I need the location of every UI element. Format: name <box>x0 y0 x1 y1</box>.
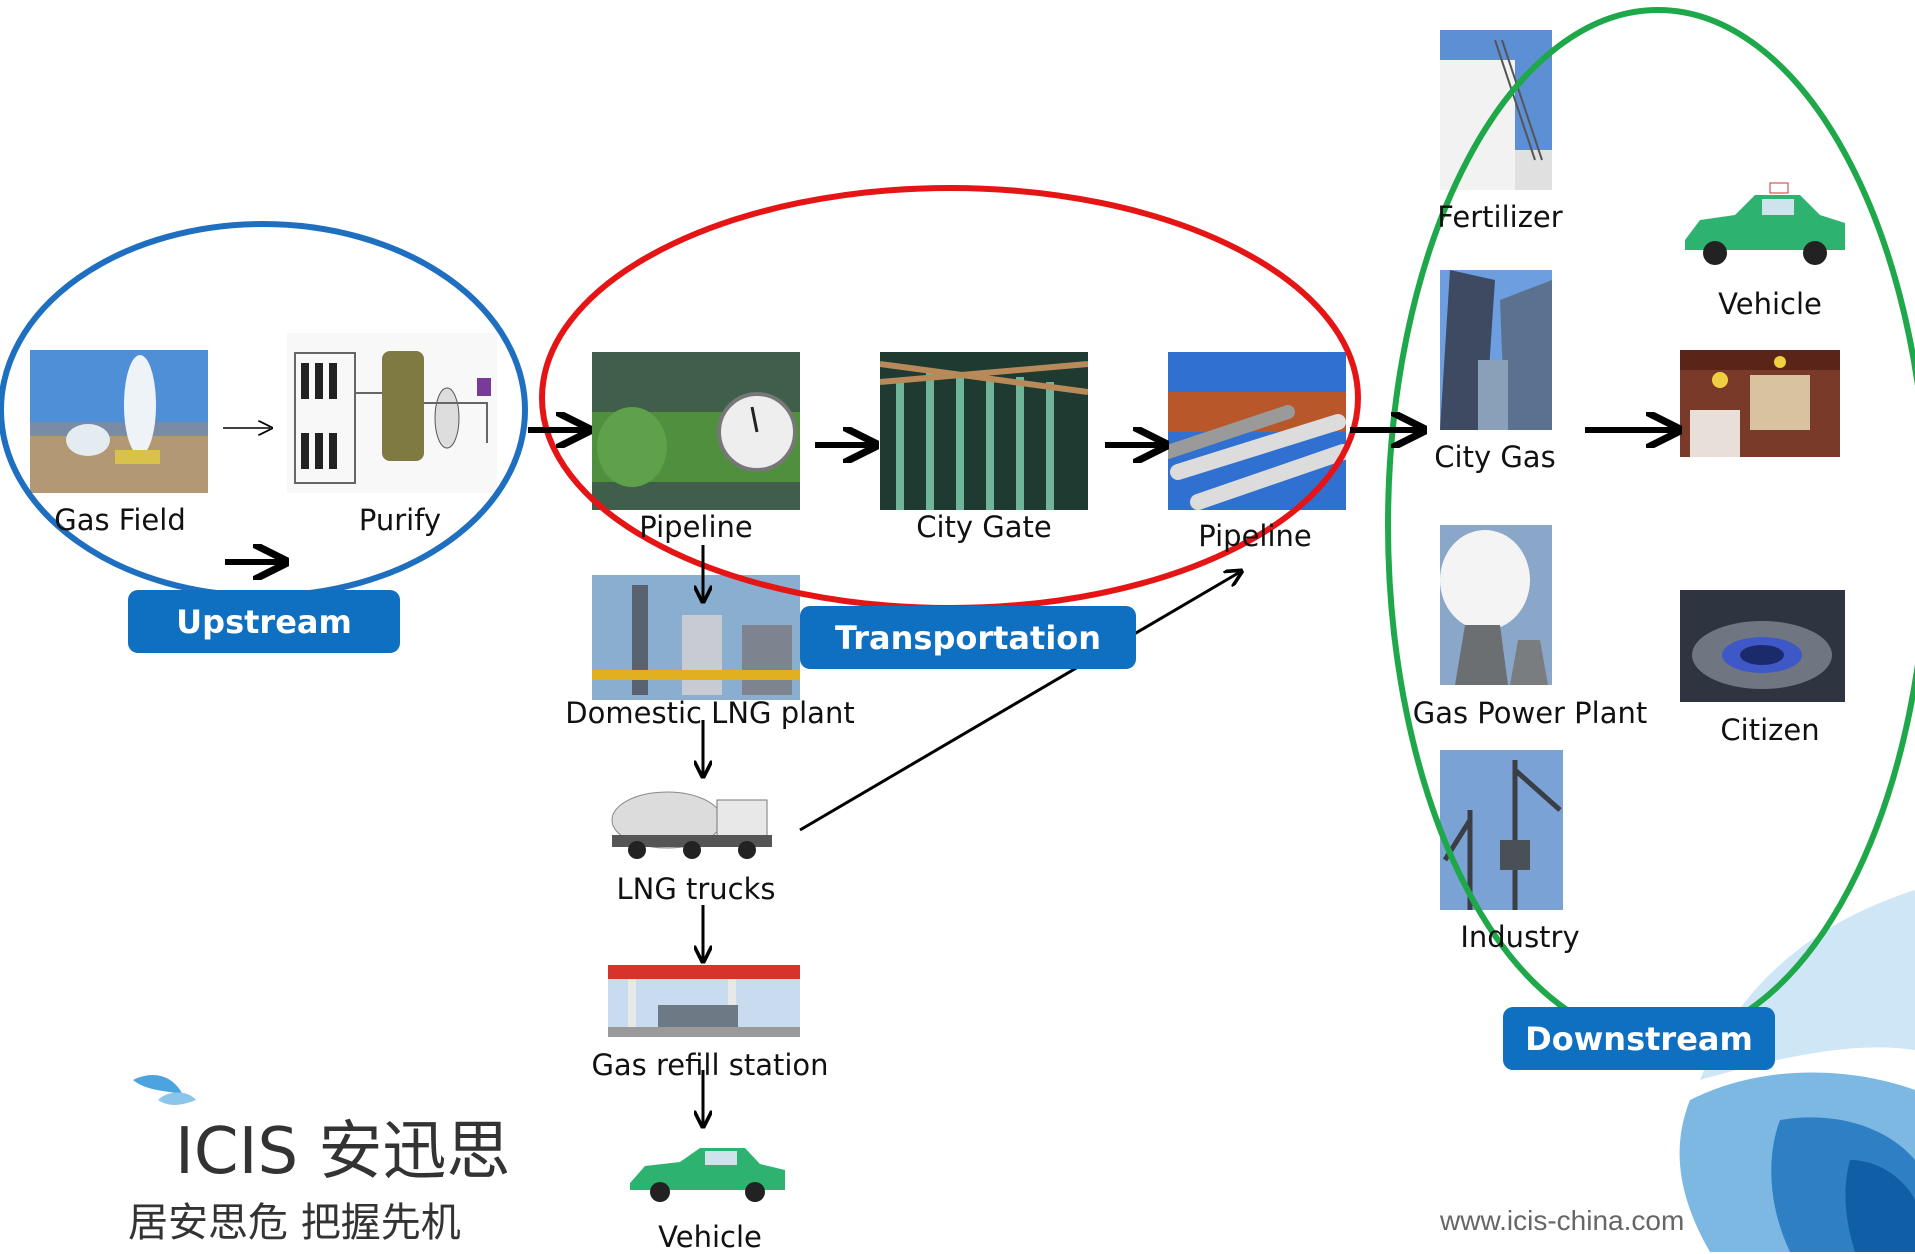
power-plant-label: Gas Power Plant <box>1412 696 1648 730</box>
vehicle-label: Vehicle <box>658 1220 762 1254</box>
lng-plant-label: Domestic LNG plant <box>565 696 855 730</box>
upstream-oval <box>0 221 528 599</box>
citizen-stove-image <box>1680 590 1845 702</box>
pipeline-2-label: Pipeline <box>1198 519 1312 553</box>
refill-station-label: Gas refill station <box>591 1048 829 1082</box>
city-gas-image <box>1440 270 1552 430</box>
purify-image <box>287 333 497 493</box>
city-gate-label: City Gate <box>916 510 1052 544</box>
power-plant-image <box>1440 525 1552 685</box>
gas-field-image <box>30 350 208 493</box>
refill-station-image <box>608 965 800 1037</box>
city-gas-label: City Gas <box>1434 440 1556 474</box>
transportation-badge: Transportation <box>800 606 1136 669</box>
brand-url: www.icis-china.com <box>1440 1205 1685 1236</box>
fertilizer-label: Fertilizer <box>1437 200 1563 234</box>
pipeline-1-label: Pipeline <box>639 510 753 544</box>
gas-field-label: Gas Field <box>54 503 186 537</box>
downstream-oval <box>1385 7 1915 1043</box>
industry-label: Industry <box>1460 920 1580 954</box>
icis-logo-mark <box>133 1075 196 1105</box>
lng-truck-image <box>592 780 800 862</box>
vehicle-taxi-image <box>620 1138 792 1206</box>
lng-trucks-label: LNG trucks <box>616 872 776 906</box>
vehicle-downstream-label: Vehicle <box>1718 287 1822 321</box>
commercial-image <box>1680 350 1840 457</box>
brand-slogan: 居安思危 把握先机 <box>128 1200 461 1246</box>
pipeline-2-image <box>1168 352 1346 510</box>
brand-logo: ICIS 安迅思 <box>175 1115 511 1189</box>
citizen-label: Citizen <box>1720 713 1820 747</box>
downstream-badge: Downstream <box>1503 1007 1775 1070</box>
industry-image <box>1440 750 1563 910</box>
pipeline-1-image <box>592 352 800 510</box>
purify-label: Purify <box>358 503 442 537</box>
upstream-badge: Upstream <box>128 590 400 653</box>
vehicle-downstream-image <box>1680 175 1848 275</box>
city-gate-image <box>880 352 1088 510</box>
